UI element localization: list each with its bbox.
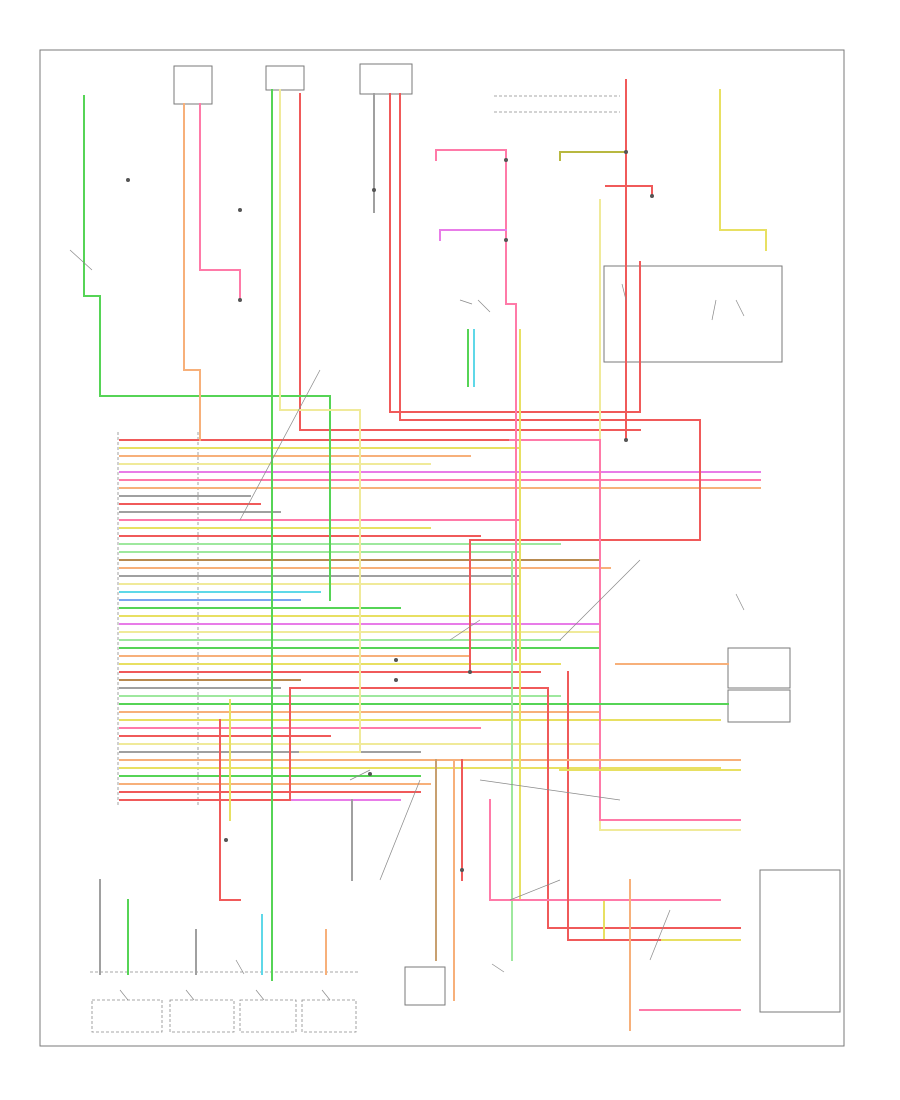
splice-dot xyxy=(224,838,228,842)
wire xyxy=(83,95,331,601)
fuse-box xyxy=(173,65,213,105)
switch-contact xyxy=(449,619,481,641)
splice-dot xyxy=(372,188,376,192)
splice-dot xyxy=(624,150,628,154)
switch-contact xyxy=(735,299,745,317)
switch-contact xyxy=(119,989,129,1001)
switch-contact xyxy=(711,299,717,321)
switch-contact xyxy=(69,249,93,271)
overdrive-cancel-lamp xyxy=(727,647,791,689)
switch-contact xyxy=(235,959,245,975)
relay-box xyxy=(359,63,413,95)
switch-contact xyxy=(621,283,627,301)
switch-contact xyxy=(349,769,371,781)
splice-dot xyxy=(238,298,242,302)
splice-dot xyxy=(650,194,654,198)
wire xyxy=(489,799,721,901)
transmission-control-switch-box xyxy=(603,265,783,363)
bottom-connector-2 xyxy=(169,999,235,1033)
switch-contact xyxy=(239,369,321,521)
splice-dot xyxy=(368,772,372,776)
switch-contact xyxy=(459,299,473,305)
switch-contact xyxy=(479,779,621,801)
decorations xyxy=(69,150,745,1001)
switch-contact xyxy=(185,989,195,1001)
wire xyxy=(439,229,507,241)
wire xyxy=(183,103,201,441)
transmission-sensor-box xyxy=(727,689,791,723)
wire xyxy=(399,93,701,673)
wire xyxy=(435,149,517,661)
splice-dot xyxy=(504,238,508,242)
switch-contact xyxy=(321,989,331,1001)
switch-contact xyxy=(477,299,491,313)
wire xyxy=(519,329,741,941)
splice-dot xyxy=(460,868,464,872)
splice-dot xyxy=(126,178,130,182)
switch-contact xyxy=(491,963,505,973)
splice-dot xyxy=(504,158,508,162)
wire xyxy=(279,89,361,753)
switch-contact xyxy=(649,909,671,961)
top-junction-box xyxy=(265,65,305,91)
splice-dot xyxy=(624,438,628,442)
wire xyxy=(605,185,653,197)
wires xyxy=(83,79,767,1031)
wire xyxy=(299,93,641,431)
bottom-connector-4 xyxy=(301,999,357,1033)
splice-dot xyxy=(238,208,242,212)
wire xyxy=(199,103,241,301)
electronic-control-module xyxy=(759,869,841,1013)
splice-dot xyxy=(468,670,472,674)
lower-left-module xyxy=(404,966,446,1006)
switch-contact xyxy=(559,559,641,641)
splice-dot xyxy=(394,658,398,662)
switch-contact xyxy=(255,989,265,1001)
switch-contact xyxy=(735,593,745,611)
splice-dot xyxy=(394,678,398,682)
switch-contact xyxy=(379,779,421,881)
wire xyxy=(719,89,767,251)
wire xyxy=(599,199,741,831)
wire xyxy=(119,687,741,929)
diagram-frame xyxy=(39,49,845,1047)
wire xyxy=(509,439,741,821)
wire xyxy=(559,151,627,161)
switch-contact xyxy=(509,879,561,901)
wire xyxy=(219,719,241,901)
bottom-connector-1 xyxy=(91,999,163,1033)
bottom-connector-3 xyxy=(239,999,297,1033)
